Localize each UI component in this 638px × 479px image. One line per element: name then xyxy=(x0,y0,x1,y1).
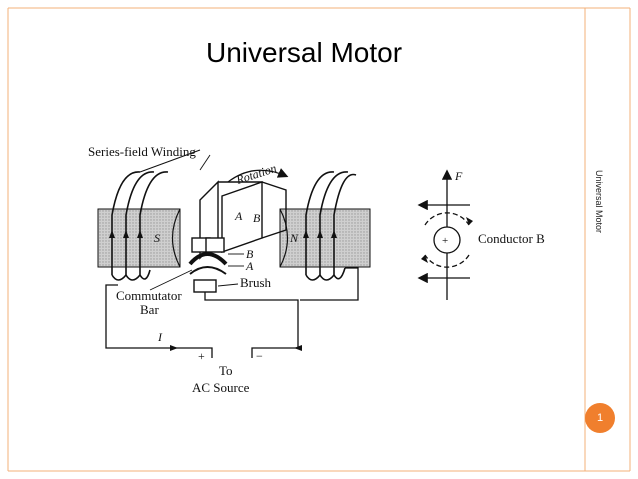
current-arrows xyxy=(170,345,302,351)
label-dot-plus: + xyxy=(442,235,448,247)
slide-title: Universal Motor xyxy=(206,37,403,68)
label-current: I xyxy=(157,330,163,344)
label-series-field-winding: Series-field Winding xyxy=(88,144,196,159)
label-ac-source: AC Source xyxy=(192,380,250,395)
field-rotation-arrowheads xyxy=(421,217,473,263)
label-bar: Bar xyxy=(140,302,159,317)
label-brush: Brush xyxy=(240,275,272,290)
label-minus: − xyxy=(256,349,263,363)
label-conductor-b-side: Conductor B xyxy=(478,231,545,246)
right-coil-arrows xyxy=(303,230,337,238)
circuit-wires xyxy=(105,267,359,358)
label-conductor-a: A xyxy=(234,209,243,223)
label-rotation: Rotation xyxy=(234,161,279,187)
label-bar-a: A xyxy=(245,259,254,273)
right-field-coil xyxy=(305,171,357,281)
label-pole-s: S xyxy=(154,231,160,245)
label-commutator: Commutator xyxy=(116,288,182,303)
label-force: F xyxy=(454,169,463,183)
label-to: To xyxy=(219,363,233,378)
page-number-badge: 1 xyxy=(585,403,615,433)
force-diagram xyxy=(417,169,470,300)
left-coil-arrows xyxy=(109,230,143,238)
label-bar-b: B xyxy=(246,247,254,261)
label-pole-n: N xyxy=(289,231,299,245)
leader-lines xyxy=(149,154,244,291)
commutator xyxy=(188,237,228,293)
left-field-coil xyxy=(111,149,201,281)
label-conductor-b: B xyxy=(253,211,261,225)
label-plus: + xyxy=(198,349,205,363)
rotation-arrow xyxy=(227,168,289,183)
